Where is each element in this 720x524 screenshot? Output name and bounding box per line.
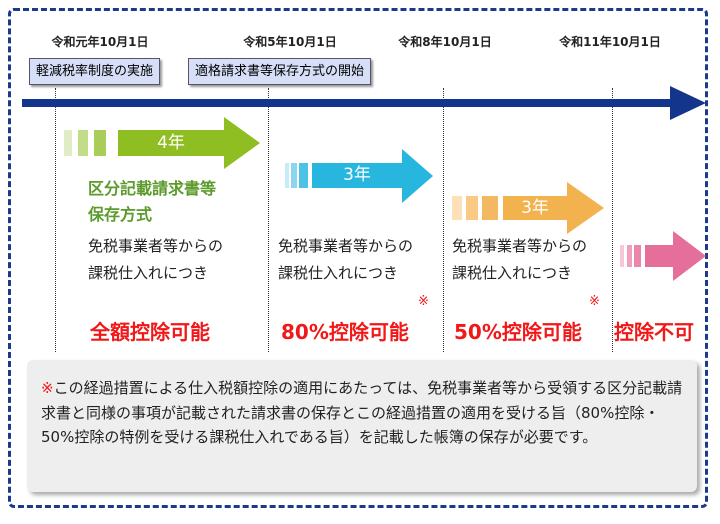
- date-label: 令和5年10月1日: [243, 35, 337, 49]
- condition-text: 免税事業者等からの課税仕入れにつき: [452, 233, 587, 287]
- period-label: 4年: [118, 130, 224, 156]
- method-line: 区分記載請求書等: [88, 179, 217, 198]
- condition-line: 課税仕入れにつき: [452, 264, 573, 282]
- condition-line: 課税仕入れにつき: [88, 264, 209, 282]
- deduction-result: 50%控除可能: [454, 320, 582, 344]
- period-arrow-pink: [620, 231, 706, 281]
- event-box: 軽減税率制度の実施: [29, 58, 161, 85]
- timeline-axis: [22, 99, 674, 107]
- period-arrow-green: 4年: [64, 117, 260, 169]
- method-title: 区分記載請求書等 保存方式: [88, 176, 216, 228]
- period-arrow-orange: 3年: [452, 182, 604, 234]
- timeline-arrowhead-icon: [670, 86, 706, 120]
- deduction-result: 控除不可: [614, 320, 694, 344]
- condition-line: 免税事業者等からの: [452, 237, 588, 255]
- diagram-frame: [8, 8, 708, 508]
- condition-text: 免税事業者等からの課税仕入れにつき: [278, 233, 413, 287]
- footnote-mark: ※: [589, 294, 600, 309]
- footnote-mark: ※: [418, 294, 429, 309]
- period-label: 3年: [503, 196, 567, 220]
- period-arrow-blue: 3年: [285, 149, 433, 203]
- method-line: 保存方式: [88, 205, 153, 224]
- condition-line: 免税事業者等からの: [88, 237, 224, 255]
- divider: [55, 88, 56, 352]
- divider: [443, 88, 444, 352]
- note-box: ※この経過措置による仕入税額控除の適用にあたっては、免税事業者等から受領する区分…: [27, 360, 697, 492]
- deduction-result: 全額控除可能: [90, 320, 210, 344]
- divider: [612, 88, 613, 352]
- condition-line: 課税仕入れにつき: [278, 264, 399, 282]
- date-label: 令和8年10月1日: [398, 35, 492, 49]
- deduction-result: 80%控除可能: [281, 320, 409, 344]
- period-label: 3年: [312, 163, 402, 188]
- note-mark: ※: [41, 379, 54, 397]
- divider: [268, 88, 269, 352]
- condition-text: 免税事業者等からの課税仕入れにつき: [88, 233, 223, 287]
- condition-line: 免税事業者等からの: [278, 237, 414, 255]
- date-label: 令和11年10月1日: [559, 35, 661, 49]
- note-text: この経過措置による仕入税額控除の適用にあたっては、免税事業者等から受領する区分記…: [41, 379, 683, 446]
- date-label: 令和元年10月1日: [51, 35, 149, 49]
- event-box: 適格請求書等保存方式の開始: [188, 58, 372, 85]
